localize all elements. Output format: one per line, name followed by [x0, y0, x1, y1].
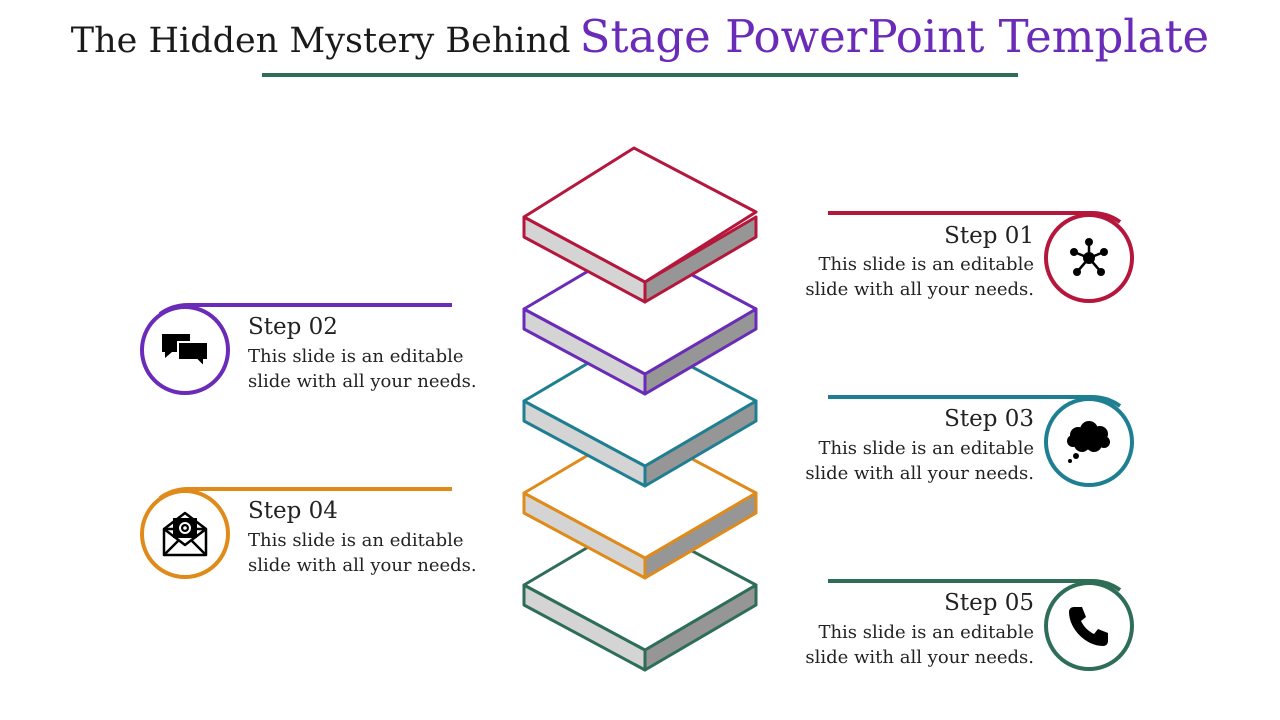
slab-step-01	[522, 146, 758, 304]
title-part-1: The Hidden Mystery Behind	[70, 21, 571, 61]
step-04-text: This slide is an editable slide with all…	[248, 530, 477, 576]
step-02-text: This slide is an editable slide with all…	[248, 346, 477, 392]
slab-step-05	[522, 518, 758, 672]
slab-step-02	[522, 242, 758, 396]
step-03-text: This slide is an editable slide with all…	[805, 438, 1034, 484]
thought-cloud-icon	[1067, 421, 1110, 463]
step-02-label: Step 02	[248, 314, 338, 340]
title-part-2: Stage PowerPoint Template	[579, 10, 1210, 63]
connector-step-03	[828, 394, 1122, 408]
step-03-label: Step 03	[944, 406, 1034, 432]
email-envelope-icon	[162, 511, 208, 557]
step-05-badge	[1044, 581, 1134, 671]
connector-step-05	[828, 578, 1122, 592]
step-01-badge	[1044, 213, 1134, 303]
title-underline	[262, 73, 1018, 77]
step-05-text: This slide is an editable slide with all…	[805, 622, 1034, 668]
step-04-label: Step 04	[248, 498, 338, 524]
network-icon	[1070, 238, 1108, 276]
step-01-label: Step 01	[944, 223, 1034, 249]
phone-icon	[1069, 607, 1108, 646]
step-01-text: This slide is an editable slide with all…	[805, 254, 1034, 300]
step-02-badge	[140, 305, 230, 395]
chat-bubbles-icon	[162, 334, 209, 370]
step-03-badge	[1044, 397, 1134, 487]
connector-step-01	[828, 210, 1122, 224]
slab-step-03	[522, 334, 758, 488]
slide-title: The Hidden Mystery Behind Stage PowerPoi…	[0, 10, 1280, 63]
step-04-badge	[140, 489, 230, 579]
step-05-label: Step 05	[944, 590, 1034, 616]
